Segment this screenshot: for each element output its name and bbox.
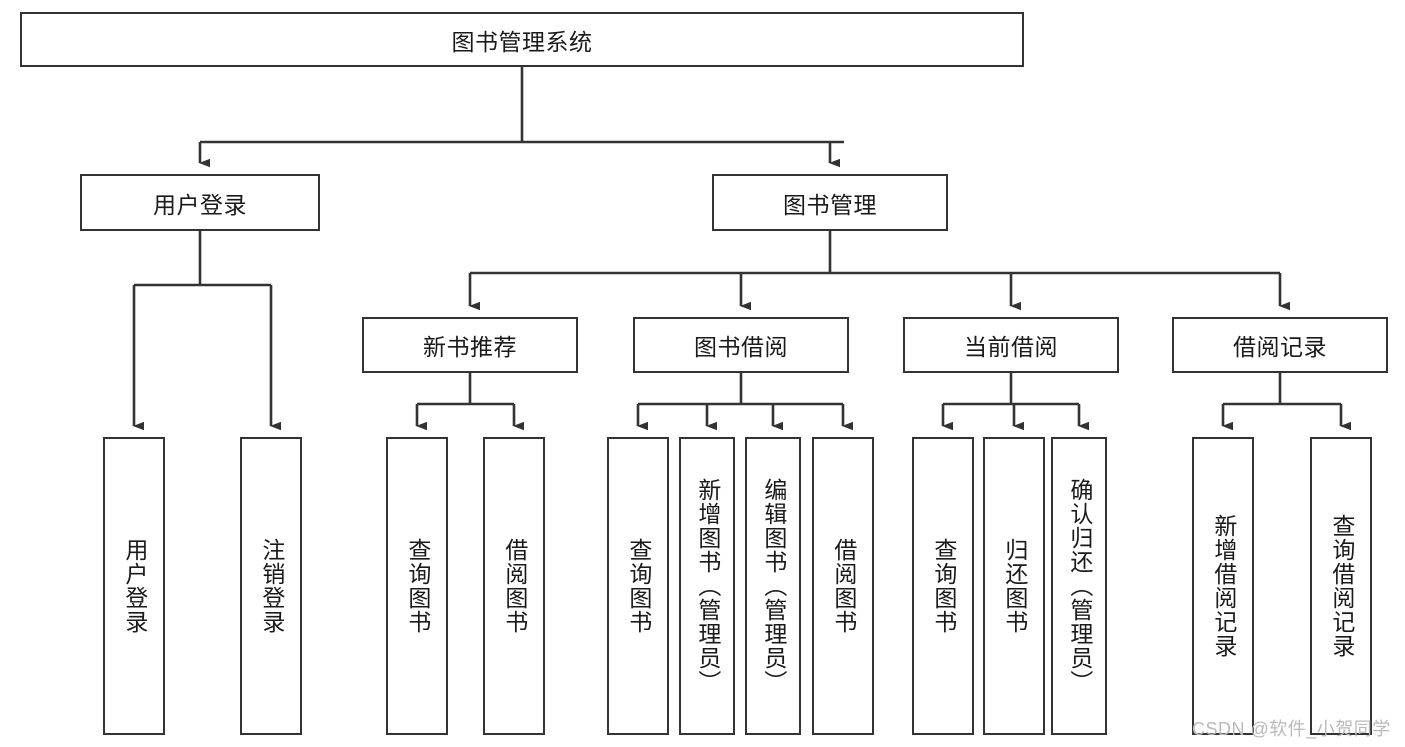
- csdn-watermark: CSDN @软件_小贺同学: [1192, 719, 1391, 739]
- node-leaf-add-record[interactable]: 新增借阅记录: [1192, 437, 1254, 735]
- node-leaf-borrow-book-rec[interactable]: 借阅图书: [483, 437, 545, 735]
- node-leaf-user-login[interactable]: 用户登录: [103, 437, 165, 735]
- node-leaf-query-record[interactable]: 查询借阅记录: [1310, 437, 1372, 735]
- node-leaf-borrow-book-bor-label: 借阅图书: [830, 538, 857, 634]
- node-current-borrow-label: 当前借阅: [964, 334, 1058, 360]
- node-leaf-add-book-label: 新增图书（管理员）: [694, 478, 721, 694]
- node-book-borrow[interactable]: 图书借阅: [633, 317, 849, 373]
- node-leaf-query-book-rec[interactable]: 查询图书: [386, 437, 448, 735]
- node-leaf-user-logout-label: 注销登录: [258, 538, 285, 634]
- node-leaf-edit-book-label: 编辑图书（管理员）: [760, 478, 787, 694]
- node-leaf-query-book-cur-label: 查询图书: [930, 538, 957, 634]
- node-leaf-edit-book[interactable]: 编辑图书（管理员）: [745, 437, 801, 735]
- node-leaf-add-book[interactable]: 新增图书（管理员）: [679, 437, 735, 735]
- node-leaf-query-book-bor[interactable]: 查询图书: [607, 437, 669, 735]
- node-leaf-query-record-label: 查询借阅记录: [1328, 514, 1355, 658]
- node-leaf-user-login-label: 用户登录: [121, 538, 148, 634]
- node-leaf-borrow-book-bor[interactable]: 借阅图书: [812, 437, 874, 735]
- node-leaf-return-book[interactable]: 归还图书: [983, 437, 1045, 735]
- node-leaf-user-logout[interactable]: 注销登录: [240, 437, 302, 735]
- node-leaf-borrow-book-rec-label: 借阅图书: [501, 538, 528, 634]
- node-borrow-record-label: 借阅记录: [1233, 334, 1327, 360]
- node-leaf-query-book-rec-label: 查询图书: [404, 538, 431, 634]
- node-leaf-confirm-return[interactable]: 确认归还（管理员）: [1051, 437, 1107, 735]
- node-book-manage-label: 图书管理: [783, 191, 877, 218]
- node-leaf-confirm-return-label: 确认归还（管理员）: [1066, 478, 1093, 694]
- node-user-login-label: 用户登录: [153, 191, 247, 218]
- node-leaf-return-book-label: 归还图书: [1001, 538, 1028, 634]
- node-book-manage[interactable]: 图书管理: [712, 174, 948, 231]
- node-current-borrow[interactable]: 当前借阅: [903, 317, 1119, 373]
- node-new-book-rec-label: 新书推荐: [423, 334, 517, 360]
- node-leaf-query-book-bor-label: 查询图书: [625, 538, 652, 634]
- node-user-login[interactable]: 用户登录: [80, 174, 320, 231]
- node-leaf-query-book-cur[interactable]: 查询图书: [912, 437, 974, 735]
- node-root[interactable]: 图书管理系统: [20, 12, 1024, 67]
- node-book-borrow-label: 图书借阅: [694, 334, 788, 360]
- node-new-book-rec[interactable]: 新书推荐: [362, 317, 578, 373]
- node-root-label: 图书管理系统: [451, 28, 593, 55]
- node-leaf-add-record-label: 新增借阅记录: [1210, 514, 1237, 658]
- node-borrow-record[interactable]: 借阅记录: [1172, 317, 1388, 373]
